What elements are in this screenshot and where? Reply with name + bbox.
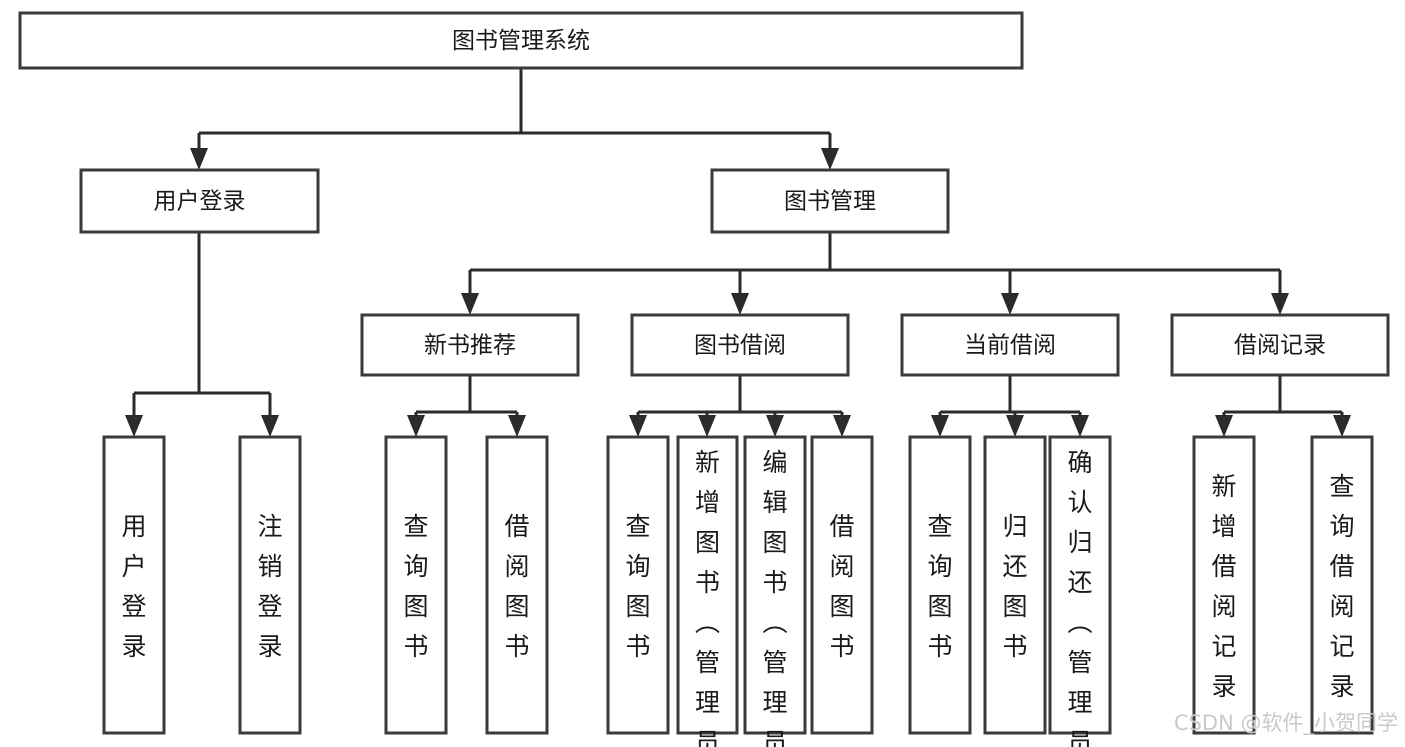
node-leaf-edit-book-admin[interactable]: 编辑图书︵管理员︶ <box>743 435 807 747</box>
arrow-head-icon <box>1215 415 1233 437</box>
arrow-head-icon <box>508 415 526 437</box>
node-label-leaf-query-book-current: 查询图书 <box>927 512 952 661</box>
node-book-management[interactable]: 图书管理 <box>710 168 950 234</box>
node-label-leaf-query-book-borrow: 查询图书 <box>625 512 650 661</box>
node-box-leaf-borrow-book-rec <box>485 435 549 735</box>
node-label-leaf-query-book-rec: 查询图书 <box>403 512 428 661</box>
node-box-borrow-record <box>1170 313 1390 377</box>
node-box-leaf-edit-book-admin <box>743 435 807 735</box>
connector-borrow-to-leaves <box>629 375 851 437</box>
csdn-watermark: CSDN @软件_小贺同学 <box>1174 711 1398 736</box>
node-box-leaf-borrow-book <box>810 435 874 735</box>
arrow-head-icon <box>1006 415 1024 437</box>
node-label-book-borrow: 图书借阅 <box>694 333 786 359</box>
arrow-head-icon <box>407 415 425 437</box>
node-box-leaf-confirm-return-admin <box>1048 435 1112 735</box>
node-box-root <box>18 11 1024 70</box>
connector-recommend-to-leaves <box>407 375 526 437</box>
arrow-head-icon <box>461 293 479 315</box>
node-label-leaf-confirm-return-admin: 确认归还︵管理员︶ <box>1067 448 1092 747</box>
node-label-leaf-borrow-book-rec: 借阅图书 <box>504 512 529 661</box>
node-root[interactable]: 图书管理系统 <box>18 11 1024 70</box>
node-box-leaf-query-book-rec <box>384 435 448 735</box>
node-label-leaf-user-login: 用户登录 <box>121 512 146 661</box>
node-label-user-login: 用户登录 <box>154 189 246 215</box>
node-label-leaf-edit-book-admin: 编辑图书︵管理员︶ <box>762 448 787 747</box>
node-leaf-query-book-rec[interactable]: 查询图书 <box>384 435 448 735</box>
node-leaf-return-book[interactable]: 归还图书 <box>983 435 1047 735</box>
node-label-leaf-return-book: 归还图书 <box>1002 512 1027 661</box>
connector-current-to-leaves <box>931 375 1089 437</box>
arrow-head-icon <box>1271 293 1289 315</box>
arrow-head-icon <box>261 415 279 437</box>
node-leaf-borrow-book-rec[interactable]: 借阅图书 <box>485 435 549 735</box>
node-leaf-user-login[interactable]: 用户登录 <box>102 435 166 735</box>
node-label-borrow-record: 借阅记录 <box>1234 333 1326 359</box>
node-box-book-management <box>710 168 950 234</box>
node-leaf-confirm-return-admin[interactable]: 确认归还︵管理员︶ <box>1048 435 1112 747</box>
node-box-leaf-logout-login <box>238 435 302 735</box>
node-box-leaf-query-book-borrow <box>606 435 670 735</box>
arrow-head-icon <box>698 415 716 437</box>
connector-bookmgmt-to-level2 <box>461 232 1289 315</box>
node-label-leaf-add-book-admin: 新增图书︵管理员︶ <box>695 448 720 747</box>
node-label-book-management: 图书管理 <box>784 189 876 215</box>
connector-record-to-leaves <box>1215 375 1351 437</box>
node-label-leaf-add-borrow-record: 新增借阅记录 <box>1211 472 1236 701</box>
node-label-new-book-recommend: 新书推荐 <box>424 333 516 359</box>
connector-root-to-level1 <box>190 68 839 170</box>
node-box-new-book-recommend <box>360 313 580 377</box>
arrow-head-icon <box>1333 415 1351 437</box>
node-leaf-query-book-borrow[interactable]: 查询图书 <box>606 435 670 735</box>
node-box-user-login <box>79 168 320 234</box>
arrow-head-icon <box>833 415 851 437</box>
node-box-book-borrow <box>630 313 850 377</box>
node-leaf-add-borrow-record[interactable]: 新增借阅记录 <box>1192 435 1256 735</box>
node-leaf-query-book-current[interactable]: 查询图书 <box>908 435 972 735</box>
node-leaf-borrow-book[interactable]: 借阅图书 <box>810 435 874 735</box>
arrow-head-icon <box>629 415 647 437</box>
node-leaf-add-book-admin[interactable]: 新增图书︵管理员︶ <box>676 435 739 747</box>
arrow-head-icon <box>125 415 143 437</box>
node-box-leaf-add-book-admin <box>676 435 739 735</box>
node-box-leaf-query-book-current <box>908 435 972 735</box>
node-book-borrow[interactable]: 图书借阅 <box>630 313 850 377</box>
arrow-head-icon <box>731 293 749 315</box>
arrow-head-icon <box>1071 415 1089 437</box>
arrow-head-icon <box>190 148 208 170</box>
connector-layer <box>125 68 1351 437</box>
node-new-book-recommend[interactable]: 新书推荐 <box>360 313 580 377</box>
node-label-root: 图书管理系统 <box>452 28 590 54</box>
node-box-leaf-add-borrow-record <box>1192 435 1256 735</box>
node-label-current-borrow: 当前借阅 <box>964 333 1056 359</box>
node-current-borrow[interactable]: 当前借阅 <box>900 313 1120 377</box>
node-leaf-logout-login[interactable]: 注销登录 <box>238 435 302 735</box>
arrow-head-icon <box>766 415 784 437</box>
node-label-leaf-borrow-book: 借阅图书 <box>829 512 854 661</box>
node-box-current-borrow <box>900 313 1120 377</box>
node-user-login[interactable]: 用户登录 <box>79 168 320 234</box>
node-box-leaf-user-login <box>102 435 166 735</box>
node-leaf-query-borrow-record[interactable]: 查询借阅记录 <box>1310 435 1374 735</box>
node-layer: 图书管理系统用户登录图书管理新书推荐图书借阅当前借阅借阅记录用户登录注销登录查询… <box>18 11 1390 747</box>
node-box-leaf-query-borrow-record <box>1310 435 1374 735</box>
node-label-leaf-logout-login: 注销登录 <box>257 512 282 661</box>
node-borrow-record[interactable]: 借阅记录 <box>1170 313 1390 377</box>
node-box-leaf-return-book <box>983 435 1047 735</box>
arrow-head-icon <box>821 148 839 170</box>
arrow-head-icon <box>931 415 949 437</box>
node-label-leaf-query-borrow-record: 查询借阅记录 <box>1329 472 1354 701</box>
arrow-head-icon <box>1001 293 1019 315</box>
connector-login-to-leaves <box>125 232 279 437</box>
